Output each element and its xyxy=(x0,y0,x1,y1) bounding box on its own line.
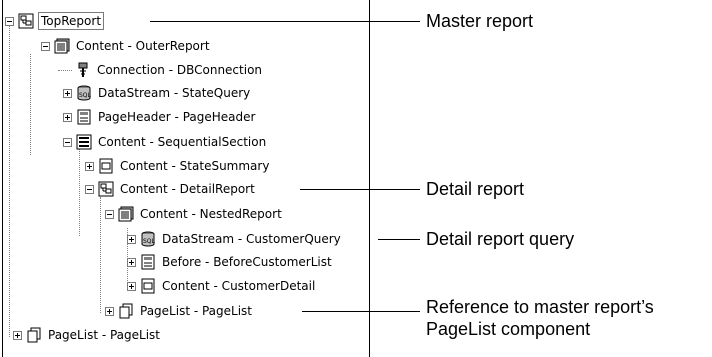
report-icon xyxy=(18,13,34,29)
callout-master-report: Master report xyxy=(426,11,534,31)
tree-guide-line xyxy=(58,70,72,71)
report-structure-tree[interactable]: TopReport Content - OuterReport Connecti… xyxy=(2,0,370,357)
tree-node-statesummary[interactable]: Content - StateSummary xyxy=(85,155,271,177)
sql-datastream-icon: SQL xyxy=(76,85,92,101)
expand-icon[interactable] xyxy=(127,281,136,291)
tree-node-pagelist-inner[interactable]: PageList - PageList xyxy=(105,300,254,322)
pagelist-icon xyxy=(26,327,42,343)
tree-node-statequery[interactable]: SQL DataStream - StateQuery xyxy=(63,82,252,104)
tree-guide-line xyxy=(79,148,80,236)
collapse-icon[interactable] xyxy=(63,137,72,147)
tree-node-beforecustomerlist[interactable]: Before - BeforeCustomerList xyxy=(127,251,334,273)
tree-node-label: PageList - PageList xyxy=(140,304,253,318)
expand-icon[interactable] xyxy=(127,234,136,244)
tree-node-nestedreport[interactable]: Content - NestedReport xyxy=(105,203,284,225)
collapse-icon[interactable] xyxy=(85,184,94,194)
pagelist-icon xyxy=(118,303,134,319)
collapse-icon[interactable] xyxy=(105,209,114,219)
expand-icon[interactable] xyxy=(13,330,22,340)
tree-node-label: DataStream - CustomerQuery xyxy=(162,232,341,246)
tree-node-label: Connection - DBConnection xyxy=(97,63,263,77)
tree-node-customerquery[interactable]: SQL DataStream - CustomerQuery xyxy=(127,228,343,250)
tree-node-outerreport[interactable]: Content - OuterReport xyxy=(41,35,212,57)
svg-text:SQL: SQL xyxy=(143,238,156,245)
tree-node-label: Before - BeforeCustomerList xyxy=(162,255,332,269)
tree-node-label: PageHeader - PageHeader xyxy=(98,110,256,124)
section-icon xyxy=(76,134,92,150)
callout-detail-report-query: Detail report query xyxy=(426,229,575,249)
callout-line-reference xyxy=(302,311,420,312)
tree-node-label: PageList - PageList xyxy=(48,328,161,342)
expand-icon[interactable] xyxy=(63,112,72,122)
tree-guide-line xyxy=(30,54,31,155)
callout-line-detail xyxy=(300,189,420,190)
expand-icon[interactable] xyxy=(105,306,114,316)
tree-node-label: Content - DetailReport xyxy=(120,182,255,196)
tree-node-pageheader[interactable]: PageHeader - PageHeader xyxy=(63,106,257,128)
callout-detail-report: Detail report xyxy=(426,179,525,199)
tree-node-label: TopReport xyxy=(38,12,105,30)
page-header-icon xyxy=(76,109,92,125)
tree-node-label: Content - SequentialSection xyxy=(98,135,267,149)
callout-line-detail-query xyxy=(378,239,420,240)
tree-node-label: Content - CustomerDetail xyxy=(162,279,316,293)
callout-reference-line2: PageList component xyxy=(426,319,591,339)
collapse-icon[interactable] xyxy=(5,16,14,26)
svg-text:SQL: SQL xyxy=(79,92,92,99)
frame-icon xyxy=(118,206,134,222)
expand-icon[interactable] xyxy=(127,257,136,267)
tree-node-detailreport[interactable]: Content - DetailReport xyxy=(85,178,257,200)
tree-node-label: Content - OuterReport xyxy=(76,39,210,53)
page-header-icon xyxy=(140,254,156,270)
tree-guide-line xyxy=(100,197,101,313)
tree-node-sequentialsection[interactable]: Content - SequentialSection xyxy=(63,131,268,153)
callout-reference-line1: Reference to master report’s xyxy=(426,297,654,317)
tree-node-label: DataStream - StateQuery xyxy=(98,86,251,100)
tree-node-label: Content - NestedReport xyxy=(140,207,282,221)
tree-node-customerdetail[interactable]: Content - CustomerDetail xyxy=(127,275,317,297)
report-icon xyxy=(98,181,114,197)
tree-node-label: Content - StateSummary xyxy=(120,159,270,173)
frame-small-icon xyxy=(140,278,156,294)
callout-reference-pagelist: Reference to master report’s PageList co… xyxy=(426,296,654,340)
expand-icon[interactable] xyxy=(85,161,94,171)
sql-datastream-icon: SQL xyxy=(140,231,156,247)
connection-icon xyxy=(75,62,91,78)
tree-node-pagelist-outer[interactable]: PageList - PageList xyxy=(13,324,162,346)
expand-icon[interactable] xyxy=(63,88,72,98)
frame-icon xyxy=(54,38,70,54)
tree-node-dbconnection[interactable]: Connection - DBConnection xyxy=(75,59,264,81)
frame-small-icon xyxy=(98,158,114,174)
tree-guide-line xyxy=(9,21,10,337)
callout-line-master xyxy=(150,21,420,22)
tree-node-topreport[interactable]: TopReport xyxy=(5,10,105,32)
collapse-icon[interactable] xyxy=(41,41,50,51)
